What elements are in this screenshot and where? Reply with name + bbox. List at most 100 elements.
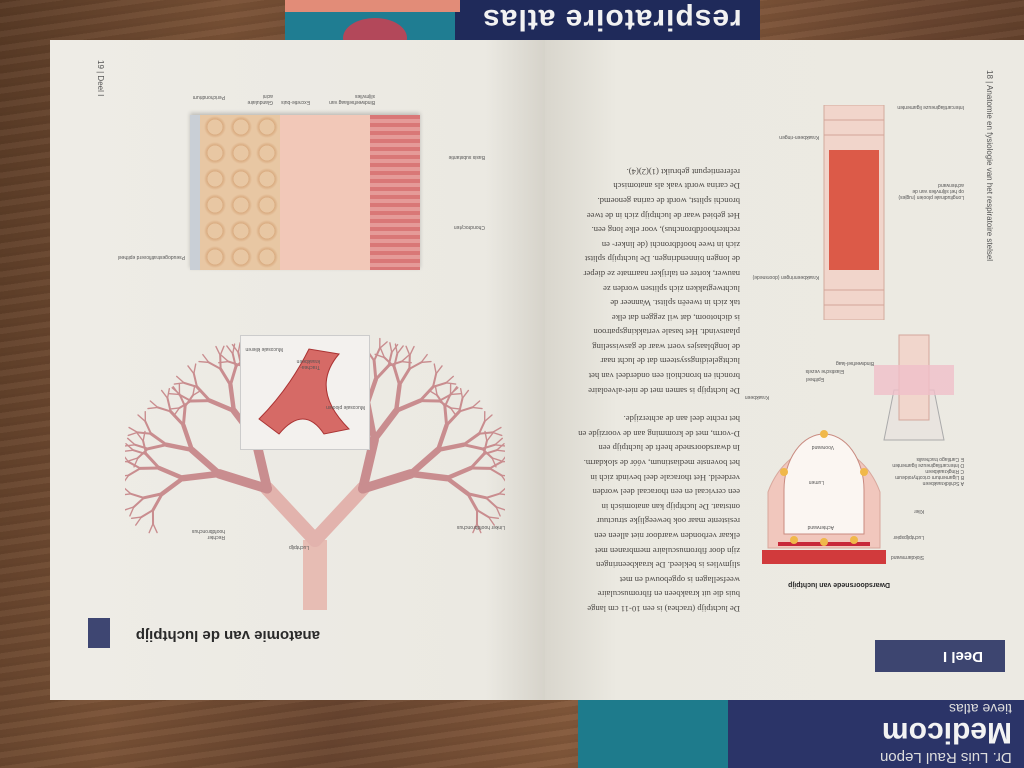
bronchus-branch (179, 470, 223, 482)
bronchus-branch (173, 407, 181, 417)
label: Intercartilagineuze ligamenten (897, 104, 964, 110)
bronchus-branch (183, 381, 198, 388)
bronchus-branch (482, 449, 498, 456)
bronchus-branch (219, 345, 225, 357)
bronchus-branch (156, 406, 172, 413)
bronchus-branch (487, 516, 500, 519)
text-line: In dwarsdoorsnede heeft de luchtpijp een (598, 443, 740, 454)
bronchus-branch (435, 365, 443, 375)
bronchus-branch (192, 372, 198, 388)
bronchus-branch (494, 437, 504, 446)
text-line: bronchi en bronchioli een onderdeel van … (588, 371, 740, 382)
running-head: 19 | Deel I (96, 60, 105, 97)
bronchus-branch (374, 364, 391, 381)
bronchus-branch (133, 457, 139, 468)
bronchus-branch (486, 432, 494, 442)
bronchus-branch (498, 486, 505, 495)
bronchus-branch (495, 506, 505, 511)
bronchus-branch (462, 443, 484, 451)
bronchus-branch (147, 406, 159, 410)
bronchus-branch (471, 400, 481, 409)
trachea-longitudinal-drawing (823, 105, 885, 320)
bronchus-branch (428, 389, 438, 397)
section-tab: Deel I (875, 640, 1005, 672)
bronchus-branch (478, 420, 486, 435)
title-marker (88, 618, 110, 648)
bronchus-branch (178, 393, 192, 403)
bronchus-branch (125, 506, 135, 511)
bronchus-branch (127, 457, 139, 462)
cover-title: respiratoire atlas (482, 3, 742, 36)
bronchus-branch (168, 407, 181, 410)
bronchus-branch (484, 430, 488, 442)
bronchus-branch (202, 353, 210, 364)
label: Achterwand (807, 524, 834, 530)
bronchus-branch (129, 492, 145, 499)
bronchus-branch (450, 393, 462, 396)
bronchus-branch (496, 449, 505, 453)
larynx-trachea-drawing (874, 334, 954, 441)
label: Rechter hoofdbronchus (191, 528, 225, 540)
bronchus-branch (462, 432, 481, 447)
text-line: verdeeld. Het thoracale deel bevindt zic… (590, 472, 740, 483)
paragraph: De luchtpijp (trachea) is een 10-11 cm l… (578, 412, 740, 616)
bronchus-branch (445, 409, 461, 427)
bronchus-branch (458, 406, 474, 413)
bronchus-branch (215, 345, 221, 357)
histology-illustration (190, 115, 420, 270)
bronchus-branch (407, 446, 442, 478)
bronchus-branch (444, 475, 471, 496)
text-line: is dichotoom, dat wil zeggen dat elke (611, 312, 740, 323)
bronchus-branch (393, 398, 423, 414)
bronchus-branch (144, 420, 152, 435)
bronchus-branch (372, 359, 378, 381)
bronchus-branch (169, 409, 185, 427)
bronchus-branch (357, 469, 416, 494)
bronchus-branch (173, 382, 185, 385)
text-line: slijmvlies is bekleed. De kraakbeenringe… (596, 560, 740, 571)
bronchus-branch (231, 352, 237, 368)
label: Voorwand (811, 444, 834, 450)
bronchus-branch (140, 509, 154, 519)
text-line: het rechte deel aan de achterzijde. (623, 414, 740, 425)
label: Kraakbeenringen (doorsnede) (752, 274, 819, 280)
bronchus-branch (374, 353, 386, 359)
bronchus-branch (164, 442, 195, 453)
bronchus-branch (458, 397, 464, 413)
bronchus-branch (485, 496, 498, 508)
bronchus-branch (144, 452, 161, 470)
label: Elastische vezels (805, 368, 844, 374)
bronchus-branch (500, 474, 505, 478)
bronchus-branch (407, 470, 451, 482)
bronchus-branch (471, 406, 483, 410)
bronchus-branch (159, 475, 186, 496)
bronchus-branch (136, 431, 152, 435)
bronchus-branch (420, 353, 428, 364)
bronchus-branch (476, 509, 490, 519)
bronchus-branch (495, 506, 501, 517)
cross-section-title: Dwarsdoorsnede van luchtpijp (788, 581, 890, 588)
bronchus-branch (443, 393, 452, 408)
label: Klier (913, 508, 924, 514)
text-line: zijn door fibromusculaire membranen met (594, 545, 740, 556)
bronchus-branch (435, 442, 466, 453)
bronchus-branch (449, 407, 462, 410)
legend-item: A Schildkraakbeen (922, 480, 964, 486)
bronchus-branch (500, 460, 505, 463)
bronchus-branch (500, 474, 505, 484)
bronchus-branch (166, 387, 171, 399)
legend-item: B Ligamentum cricothyroideum (895, 474, 964, 480)
bronchus-branch (443, 404, 449, 427)
text-line: tak zich in tweeën splitst. Wanneer de (610, 298, 740, 309)
bronchus-branch (220, 354, 230, 363)
text-line: bronchi splitst, wordt de carina genoemd… (597, 195, 740, 206)
bronchus-branch (392, 365, 402, 387)
label: Excretie-buis (281, 99, 310, 105)
bronchus-branch (232, 343, 236, 355)
bronchus-branch (218, 360, 230, 364)
cover-brand: Medicom (881, 716, 1012, 749)
bronchus-branch (357, 434, 379, 494)
book-cover-medicom: tieve atlas Medicom Dr. Luis Raul Lepon (578, 688, 1024, 768)
bronchus-branch (472, 523, 478, 534)
bronchus-branch (125, 486, 132, 495)
